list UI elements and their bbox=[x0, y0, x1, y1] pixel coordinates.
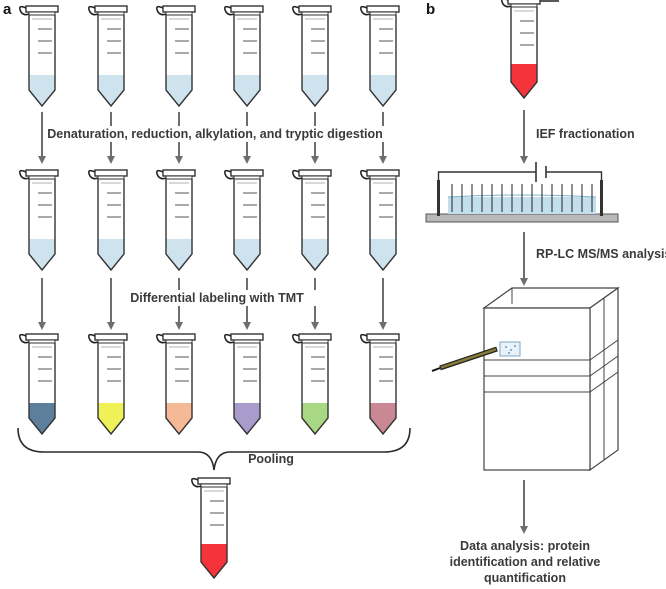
ief-gel-strip-icon bbox=[425, 162, 619, 223]
tube-digest-1 bbox=[19, 169, 59, 272]
tube-row-lysates bbox=[19, 5, 400, 108]
tube-lysate-6 bbox=[360, 5, 400, 108]
step-label-rplc: RP-LC MS/MS analysis bbox=[536, 247, 666, 261]
step-label-labeling: Differential labeling with TMT bbox=[130, 291, 304, 305]
tube-tmt-label-6 bbox=[360, 333, 400, 436]
tube-pooled-sample bbox=[191, 477, 231, 580]
step-label-pooling: Pooling bbox=[248, 452, 294, 466]
tube-tmt-label-1 bbox=[19, 333, 59, 436]
tube-digest-5 bbox=[292, 169, 332, 272]
tube-tmt-label-3 bbox=[156, 333, 196, 436]
tube-digest-2 bbox=[88, 169, 128, 272]
tube-pooled bbox=[191, 477, 231, 580]
digestion-label-bg bbox=[44, 126, 386, 142]
pooling-bracket bbox=[17, 427, 411, 471]
labeling-label-bg bbox=[117, 290, 317, 306]
tube-tmt-label-4 bbox=[224, 333, 264, 436]
tube-tmt-label-2 bbox=[88, 333, 128, 436]
panel-label-b: b bbox=[426, 1, 435, 18]
tube-tmt-label-5 bbox=[292, 333, 332, 436]
step-label-digestion: Denaturation, reduction, alkylation, and… bbox=[47, 127, 382, 141]
step-label-analysis-line1: Data analysis: protein bbox=[460, 539, 590, 553]
step-label-ief: IEF fractionation bbox=[536, 127, 635, 141]
tube-row-digests bbox=[19, 169, 400, 272]
tube-ief-input bbox=[501, 0, 559, 100]
mass-spectrometer-icon bbox=[482, 286, 620, 472]
tube-lysate-2 bbox=[88, 5, 128, 108]
panel-label-a: a bbox=[3, 1, 12, 18]
tube-digest-4 bbox=[224, 169, 264, 272]
ief-gel-apparatus bbox=[425, 162, 619, 223]
tube-row-tmt-labeled bbox=[19, 333, 400, 436]
tube-digest-6 bbox=[360, 169, 400, 272]
tube-digest-3 bbox=[156, 169, 196, 272]
tube-panel-b-sample bbox=[501, 0, 559, 100]
tube-lysate-1 bbox=[19, 5, 59, 108]
tube-lysate-3 bbox=[156, 5, 196, 108]
esi-probe bbox=[431, 346, 498, 372]
step-label-analysis-line3: quantification bbox=[484, 571, 566, 585]
step-label-analysis-line2: identification and relative bbox=[450, 555, 601, 569]
tube-lysate-4 bbox=[224, 5, 264, 108]
tube-lysate-5 bbox=[292, 5, 332, 108]
